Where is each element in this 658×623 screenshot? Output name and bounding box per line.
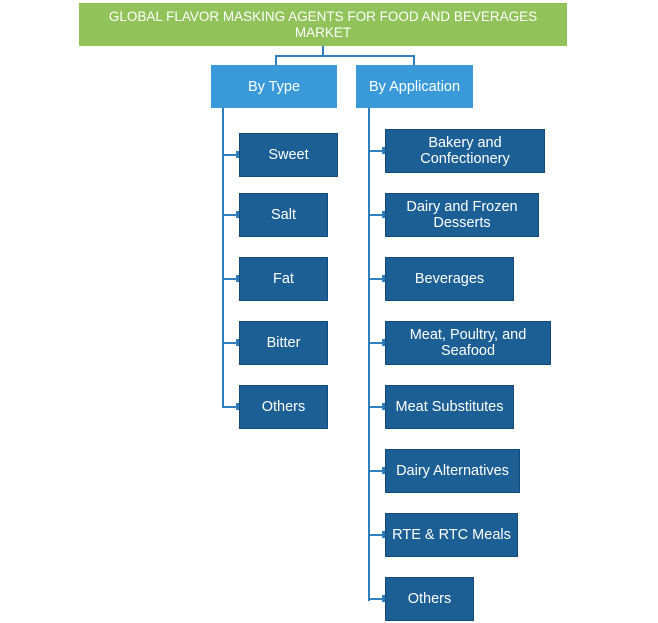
type-branch-stub bbox=[222, 214, 239, 216]
type-branch-stub bbox=[222, 406, 239, 408]
title-connector-stem bbox=[322, 46, 324, 56]
type-branch-cap bbox=[236, 211, 239, 218]
application-branch-stub bbox=[368, 406, 385, 408]
application-connector-drop bbox=[413, 55, 415, 66]
application-branch-stub bbox=[368, 278, 385, 280]
type-branch-cap bbox=[236, 151, 239, 158]
type-item-others: Others bbox=[239, 385, 328, 429]
type-branch-cap bbox=[236, 403, 239, 410]
application-branch-cap bbox=[382, 595, 385, 602]
type-item-fat: Fat bbox=[239, 257, 328, 301]
type-item-sweet: Sweet bbox=[239, 133, 338, 177]
category-by-type: By Type bbox=[211, 65, 337, 108]
type-item-salt: Salt bbox=[239, 193, 328, 237]
application-branch-cap bbox=[382, 339, 385, 346]
application-branch-cap bbox=[382, 211, 385, 218]
type-branch-cap bbox=[236, 339, 239, 346]
type-branch-stub bbox=[222, 154, 239, 156]
application-branch-cap bbox=[382, 275, 385, 282]
type-item-bitter: Bitter bbox=[239, 321, 328, 365]
application-branch-cap bbox=[382, 467, 385, 474]
application-branch-cap bbox=[382, 147, 385, 154]
application-trunk-line bbox=[368, 108, 370, 601]
type-branch-stub bbox=[222, 278, 239, 280]
application-branch-cap bbox=[382, 403, 385, 410]
application-branch-stub bbox=[368, 598, 385, 600]
application-item-rte-rtc-meals: RTE & RTC Meals bbox=[385, 513, 518, 557]
application-branch-stub bbox=[368, 150, 385, 152]
application-item-bakery: Bakery and Confectionery bbox=[385, 129, 545, 173]
type-branch-cap bbox=[236, 275, 239, 282]
category-by-application: By Application bbox=[356, 65, 473, 108]
application-branch-stub bbox=[368, 214, 385, 216]
application-branch-stub bbox=[368, 342, 385, 344]
type-trunk-line bbox=[222, 108, 224, 408]
application-item-others: Others bbox=[385, 577, 474, 621]
application-item-dairy-frozen: Dairy and Frozen Desserts bbox=[385, 193, 539, 237]
application-item-beverages: Beverages bbox=[385, 257, 514, 301]
application-branch-cap bbox=[382, 531, 385, 538]
type-connector-drop bbox=[275, 55, 277, 66]
diagram-title: GLOBAL FLAVOR MASKING AGENTS FOR FOOD AN… bbox=[79, 3, 567, 46]
application-branch-stub bbox=[368, 534, 385, 536]
application-item-meat-poultry-seafood: Meat, Poultry, and Seafood bbox=[385, 321, 551, 365]
title-connector-bar bbox=[275, 55, 415, 57]
application-item-meat-substitutes: Meat Substitutes bbox=[385, 385, 514, 429]
type-branch-stub bbox=[222, 342, 239, 344]
application-item-dairy-alternatives: Dairy Alternatives bbox=[385, 449, 520, 493]
application-branch-stub bbox=[368, 470, 385, 472]
